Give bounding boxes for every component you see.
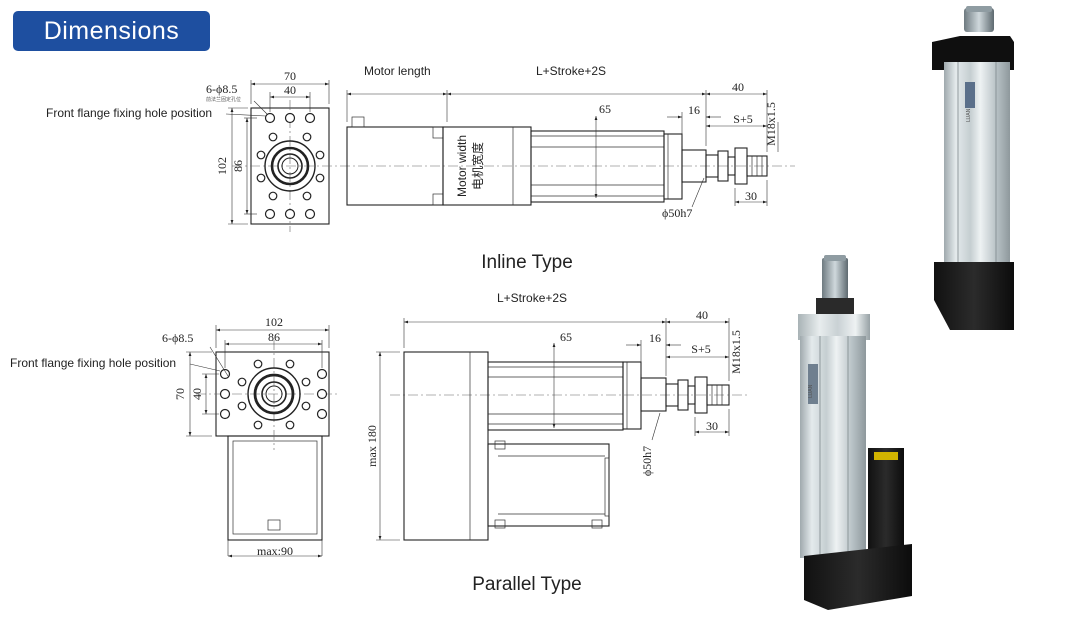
inline-flange-height: 102 — [215, 157, 229, 175]
inline-flange-width: 70 — [284, 69, 296, 83]
inline-hole-pitch-y: 86 — [231, 160, 245, 172]
inline-photo-logo: LUAN — [966, 108, 972, 122]
parallel-rod-dim: 16 — [649, 331, 661, 345]
parallel-hole-pitch-x: 86 — [268, 330, 280, 344]
inline-motor-length: Motor length — [364, 64, 431, 78]
parallel-side-view — [376, 318, 750, 541]
inline-side-view — [340, 90, 795, 208]
inline-thread-length: 30 — [745, 189, 757, 203]
inline-thread: M18x1.5 — [764, 102, 778, 146]
parallel-safety: S+5 — [691, 342, 710, 356]
parallel-actuator-photo: LUAN — [798, 255, 912, 610]
parallel-thread: M18x1.5 — [729, 330, 743, 374]
parallel-rod-extension: 40 — [696, 308, 708, 322]
inline-hole-pitch-x: 40 — [284, 83, 296, 97]
parallel-flange-width: 102 — [265, 315, 283, 329]
inline-rod-diameter: ϕ50h7 — [662, 206, 692, 220]
inline-profile-height: 65 — [599, 102, 611, 116]
inline-rod-extension: 40 — [732, 80, 744, 94]
inline-motor-width-en: Motor width — [455, 135, 469, 197]
parallel-front-holes-label: Front flange fixing hole position — [10, 356, 176, 370]
parallel-motor-max-width: max:90 — [257, 544, 293, 558]
inline-type-caption: Inline Type — [481, 252, 573, 273]
parallel-rod-diameter: ϕ50h7 — [640, 446, 654, 476]
inline-actuator-photo: LUAN — [932, 6, 1014, 330]
parallel-hole-pitch-y: 40 — [190, 388, 204, 400]
parallel-photo-logo: LUAN — [808, 384, 814, 398]
inline-motor-width-cn: 电机宽度 — [470, 142, 485, 190]
inline-rod-dim: 16 — [688, 103, 700, 117]
parallel-thread-length: 30 — [706, 419, 718, 433]
inline-body-length: L+Stroke+2S — [536, 64, 606, 78]
inline-holes-spec: 6-ϕ8.5 — [206, 82, 237, 96]
parallel-profile-height: 65 — [560, 330, 572, 344]
parallel-holes-spec: 6-ϕ8.5 — [162, 331, 193, 345]
parallel-type-caption: Parallel Type — [472, 574, 582, 595]
parallel-max-height: max 180 — [365, 425, 379, 467]
parallel-flange-height: 70 — [173, 388, 187, 400]
inline-holes-subnote: 前法兰固定孔位 — [206, 96, 241, 103]
inline-front-holes-label: Front flange fixing hole position — [46, 106, 212, 120]
parallel-body-length: L+Stroke+2S — [497, 291, 567, 305]
parallel-front-view — [186, 325, 340, 558]
inline-safety: S+5 — [733, 112, 752, 126]
dimensions-title: Dimensions — [13, 11, 210, 51]
inline-front-view — [225, 80, 340, 232]
